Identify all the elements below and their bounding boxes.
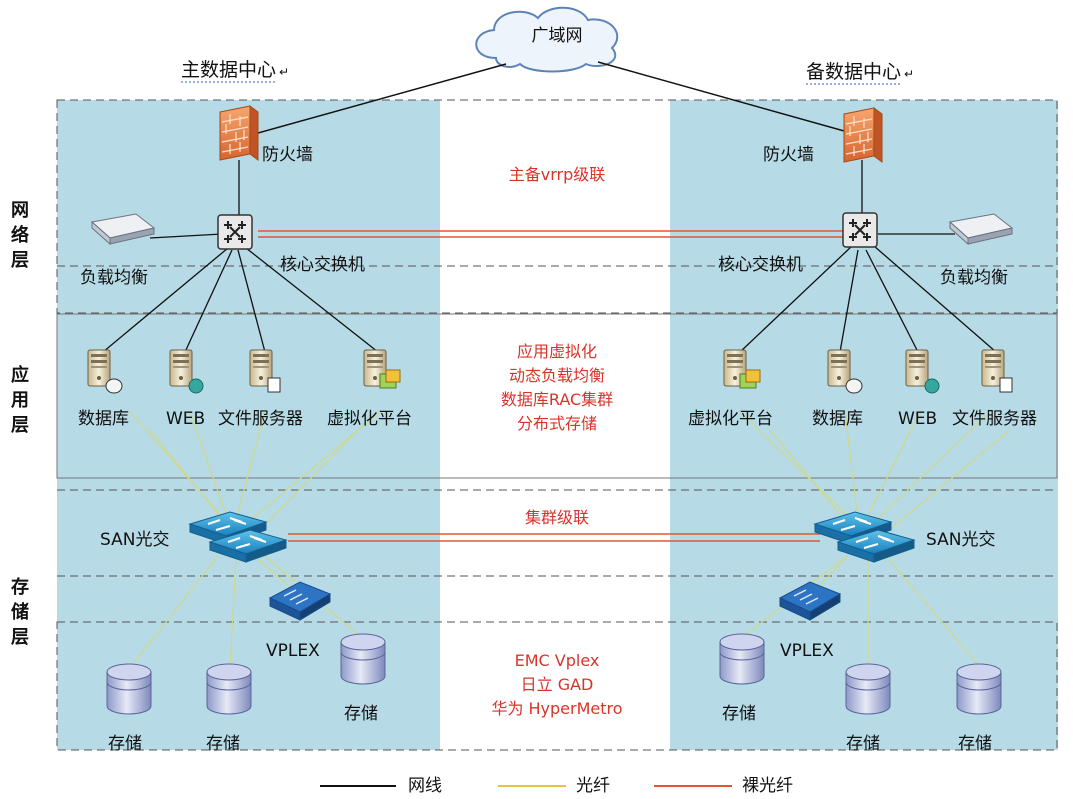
right-server-fibers	[739, 411, 1011, 537]
left-storage-1-label: 存储	[108, 734, 142, 754]
left-storage-1-icon	[106, 663, 152, 715]
right-storage-2-icon	[845, 663, 891, 715]
left-db-label: 数据库	[78, 409, 129, 429]
legend-bare-fiber-label: 裸光纤	[742, 776, 793, 796]
left-storage-2-label: 存储	[206, 734, 240, 754]
left-web-label: WEB	[166, 409, 205, 429]
left-san-label: SAN光交	[100, 530, 169, 550]
svg-text:应: 应	[11, 364, 29, 386]
wan-link-right	[597, 61, 863, 137]
svg-text:储: 储	[10, 601, 29, 623]
svg-text:华为 HyperMetro: 华为 HyperMetro	[491, 699, 622, 718]
left-virt-platform-icon	[363, 349, 401, 389]
vrrp-label: 主备vrrp级联	[509, 165, 606, 184]
right-core-switch-icon	[842, 212, 878, 248]
backup-dc-title: 备数据中心	[806, 61, 901, 83]
right-network-cables	[739, 160, 997, 353]
storage-products-text: EMC Vplex 日立 GAD 华为 HyperMetro	[491, 651, 622, 718]
right-storage-3-icon	[956, 663, 1002, 715]
left-firewall-icon	[219, 105, 259, 161]
storage-layer-label: 存 储 层	[10, 576, 29, 648]
legend: 网线 光纤 裸光纤	[320, 776, 793, 796]
network-layer-frame	[56, 99, 1058, 314]
wan-cloud: 广域网	[475, 6, 619, 73]
right-storage-1-label: 存储	[722, 704, 756, 724]
right-virt-label: 虚拟化平台	[688, 409, 773, 429]
right-core-switch-label: 核心交换机	[718, 255, 803, 275]
left-storage-2-icon	[206, 663, 252, 715]
right-file-server-icon	[981, 349, 1013, 393]
left-file-server-icon	[249, 349, 281, 393]
primary-dc-title: 主数据中心	[181, 59, 276, 81]
right-web-label: WEB	[898, 409, 937, 429]
left-db-server-icon	[87, 349, 123, 394]
svg-text:存: 存	[11, 576, 29, 598]
right-firewall-icon	[843, 107, 883, 163]
storage-bottom-frame	[56, 621, 1058, 751]
wan-label: 广域网	[532, 26, 583, 46]
cluster-bare-fiber	[288, 533, 820, 542]
application-features-text: 应用虚拟化 动态负载均衡 数据库RAC集群 分布式存储	[501, 342, 613, 433]
right-db-server-icon	[827, 349, 863, 394]
svg-text:用: 用	[11, 390, 29, 411]
svg-text:↵: ↵	[279, 65, 289, 79]
left-core-switch-label: 核心交换机	[280, 255, 365, 275]
right-db-label: 数据库	[812, 409, 863, 429]
right-storage-2-label: 存储	[846, 734, 880, 754]
legend-network-cable-label: 网线	[408, 776, 442, 796]
svg-text:网: 网	[11, 200, 29, 221]
svg-text:日立 GAD: 日立 GAD	[521, 675, 594, 694]
svg-text:数据库RAC集群: 数据库RAC集群	[501, 390, 613, 409]
right-san-label: SAN光交	[926, 530, 995, 550]
cluster-label: 集群级联	[525, 508, 589, 527]
left-storage-3-label: 存储	[344, 704, 378, 724]
right-firewall-label: 防火墙	[763, 145, 814, 165]
svg-text:EMC Vplex: EMC Vplex	[515, 651, 600, 670]
left-network-cables	[102, 160, 379, 353]
wan-link-left	[239, 63, 507, 139]
svg-text:应用虚拟化: 应用虚拟化	[517, 342, 597, 361]
left-core-switch-icon	[217, 214, 253, 250]
svg-text:层: 层	[11, 250, 29, 271]
right-storage-3-label: 存储	[958, 734, 992, 754]
right-file-server-label: 文件服务器	[952, 409, 1037, 429]
svg-text:络: 络	[11, 224, 29, 246]
right-web-server-icon	[905, 349, 940, 394]
application-layer-frame	[56, 313, 1058, 479]
left-web-server-icon	[169, 349, 204, 394]
svg-text:分布式存储: 分布式存储	[517, 414, 597, 433]
svg-text:层: 层	[11, 627, 29, 648]
right-virt-platform-icon	[723, 349, 761, 389]
svg-text:↵: ↵	[904, 67, 914, 81]
left-vplex-label: VPLEX	[266, 641, 320, 661]
right-load-balancer-label: 负载均衡	[940, 268, 1008, 288]
left-load-balancer-label: 负载均衡	[80, 268, 148, 288]
vrrp-bare-fiber	[258, 230, 845, 238]
svg-text:层: 层	[11, 415, 29, 436]
left-firewall-label: 防火墙	[262, 145, 313, 165]
network-layer-label: 网 络 层	[11, 200, 29, 271]
left-storage-3-icon	[340, 633, 386, 685]
application-layer-label: 应 用 层	[11, 364, 29, 436]
svg-text:动态负载均衡: 动态负载均衡	[509, 366, 605, 385]
right-vplex-label: VPLEX	[780, 641, 834, 661]
legend-fiber-label: 光纤	[576, 776, 610, 796]
right-storage-1-icon	[719, 633, 765, 685]
left-virt-label: 虚拟化平台	[327, 409, 412, 429]
left-file-server-label: 文件服务器	[218, 409, 303, 429]
